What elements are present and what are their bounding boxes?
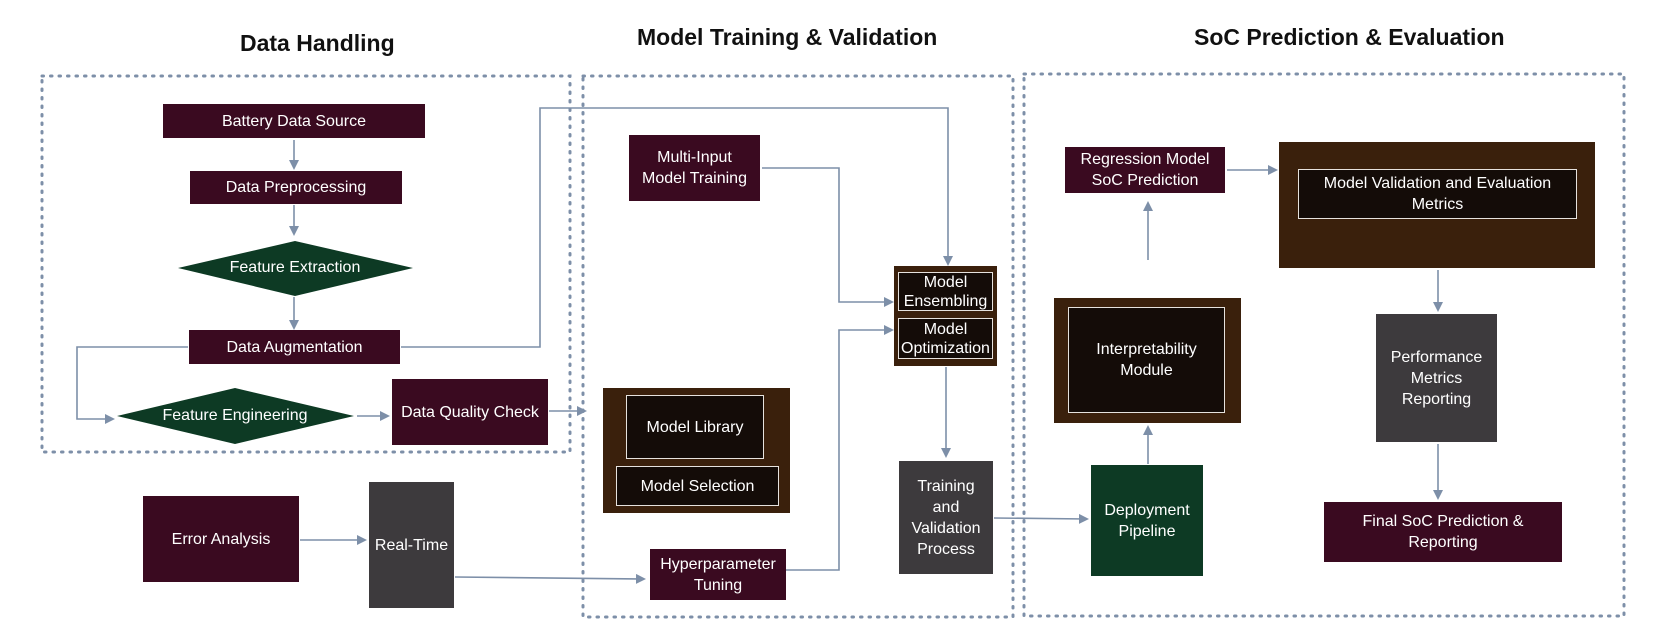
arrow-training-to-deployment [993,513,1089,524]
arrow-multiinput-to-ensembling [762,167,894,307]
final-soc-prediction-node: Final SoC Prediction & Reporting [1324,502,1562,562]
arrow-realtime-to-tuning [454,573,646,584]
training-validation-line-1: Training [917,477,975,495]
performance-metrics-line-2: Metrics [1410,369,1463,387]
arrow-augmentation-to-engineering [76,346,188,424]
feature-engineering-diamond [117,388,354,444]
error-analysis-node: Error Analysis [143,496,299,582]
title-soc-prediction: SoC Prediction & Evaluation [1194,24,1505,50]
data-augmentation-node: Data Augmentation [189,330,400,364]
model-ensembling-node: Model Ensembling [898,272,993,311]
deployment-pipeline-line-1: Deployment [1104,501,1190,519]
interpretability-line-1: Interpretability [1096,341,1197,358]
title-model-training: Model Training & Validation [637,24,938,50]
data-preprocessing-node: Data Preprocessing [190,171,402,204]
model-optimization-line-1: Model [923,320,968,338]
data-quality-check-node: Data Quality Check [392,379,548,445]
model-validation-line-1: Model Validation and Evaluation [1323,175,1552,192]
model-ensembling-line-2: Ensembling [903,292,988,310]
section-border-model-training [581,74,1015,619]
interpretability-line-2: Module [1120,362,1173,379]
section-border-soc-prediction [1022,72,1626,618]
hyperparameter-tuning-node: Hyperparameter Tuning [650,549,786,600]
performance-metrics-node: Performance Metrics Reporting [1376,314,1497,442]
interpretability-group: Interpretability Module [1054,298,1241,423]
real-time-node: Real-Time [369,482,454,608]
feature-engineering-label: Feature Engineering [162,407,308,424]
feature-extraction-diamond [178,241,413,296]
performance-metrics-line-3: Reporting [1401,390,1472,408]
model-library-node: Model Library [626,395,764,459]
battery-data-source-node: Battery Data Source [163,104,425,138]
interpretability-module-node: Interpretability Module [1068,307,1225,413]
arrow-augmentation-to-ensembling [401,107,953,348]
model-validation-metrics-node: Model Validation and Evaluation Metrics [1298,169,1577,219]
training-validation-line-2: and [932,498,960,516]
hyperparameter-tuning-line-2: Tuning [693,576,743,594]
regression-model-line-2: SoC Prediction [1091,172,1199,189]
training-validation-line-3: Validation [911,519,981,537]
model-selection-node: Model Selection [616,466,779,506]
final-soc-line-1: Final SoC Prediction & [1362,513,1524,530]
model-ensembling-line-1: Model [923,273,968,291]
model-ensembling-group: Model Ensembling Model Optimization [894,266,997,366]
arrow-tuning-to-optimization [786,325,894,571]
model-optimization-node: Model Optimization [898,318,993,359]
hyperparameter-tuning-line-1: Hyperparameter [660,555,776,573]
training-validation-line-4: Process [917,540,975,558]
training-validation-process-node: Training and Validation Process [899,461,993,574]
model-library-group: Model Library Model Selection [603,388,790,513]
deployment-pipeline-line-2: Pipeline [1118,522,1176,540]
final-soc-line-2: Reporting [1408,534,1478,551]
feature-extraction-label: Feature Extraction [229,259,361,276]
model-validation-group: Model Validation and Evaluation Metrics [1279,142,1595,268]
title-data-handling: Data Handling [240,30,395,56]
model-validation-line-2: Metrics [1411,196,1464,213]
performance-metrics-line-1: Performance [1390,348,1483,366]
regression-model-node: Regression Model SoC Prediction [1065,147,1225,193]
section-border-data-handling [40,74,572,454]
multi-input-training-node: Multi-Input Model Training [629,135,760,201]
regression-model-line-1: Regression Model [1080,151,1210,168]
multi-input-training-line-2: Model Training [642,170,747,187]
multi-input-training-line-1: Multi-Input [657,149,732,166]
model-optimization-line-2: Optimization [901,339,990,357]
deployment-pipeline-node: Deployment Pipeline [1091,465,1203,576]
